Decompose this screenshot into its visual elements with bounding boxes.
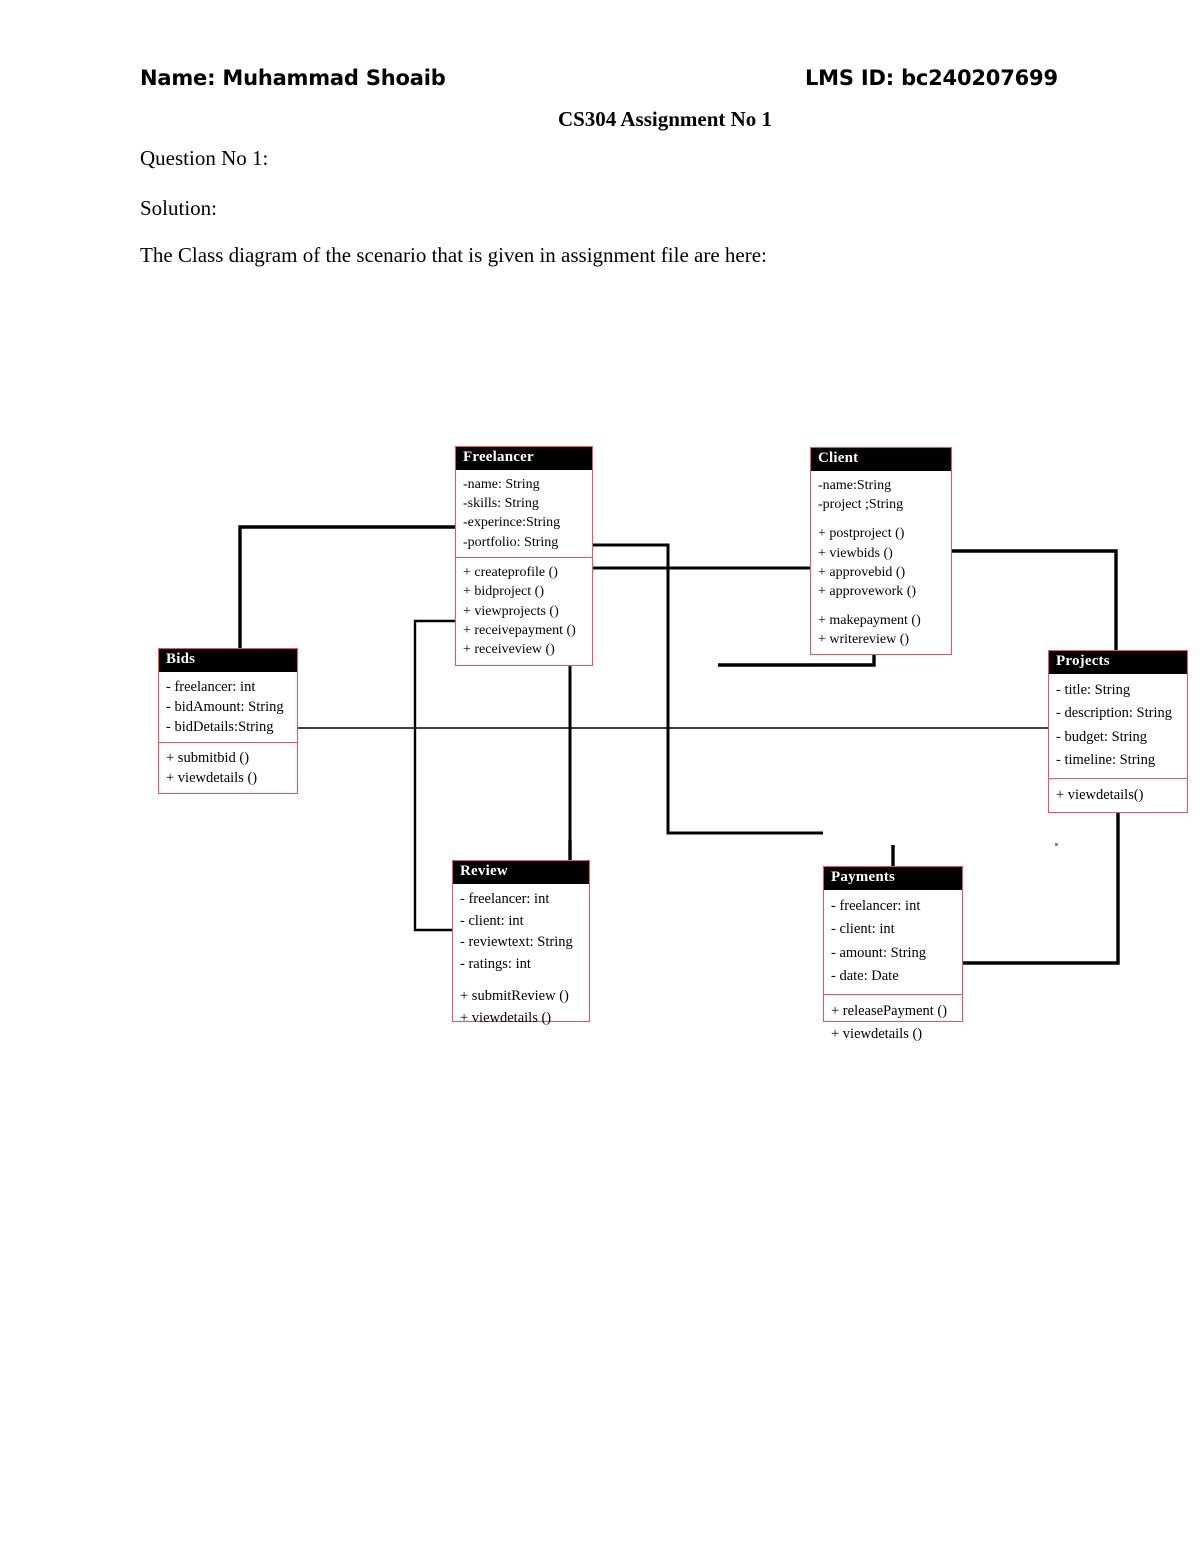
class-title-projects: Projects (1049, 651, 1187, 674)
attribute-row: - freelancer: int (460, 890, 550, 907)
attribute-row: -name: String (463, 476, 540, 492)
method-row: + receiveview () (463, 642, 555, 658)
method-row: + viewprojects () (463, 603, 559, 619)
attribute-row: -project ;String (818, 497, 904, 513)
attribute-row: -skills: String (463, 496, 539, 512)
attribute-row: - amount: String (831, 944, 927, 961)
class-attributes-payments: - freelancer: int - client: int - amount… (824, 890, 962, 995)
attribute-row: - title: String (1056, 681, 1131, 698)
attribute-row: - description: String (1056, 705, 1172, 722)
uml-class-bids[interactable]: Bids - freelancer: int - bidAmount: Stri… (158, 648, 298, 794)
class-methods-client: + postproject () + viewbids () + approve… (811, 519, 951, 654)
attribute-row: -portfolio: String (463, 534, 559, 550)
assoc-projects-payments (963, 790, 1120, 965)
attribute-row: -name:String (818, 477, 892, 493)
attribute-row: - bidDetails:String (166, 718, 274, 735)
uml-class-freelancer[interactable]: Freelancer -name: String -skills: String… (455, 446, 593, 666)
class-methods-freelancer: + createprofile () + bidproject () + vie… (456, 558, 592, 665)
method-row: + approvebid () (818, 565, 906, 580)
uml-class-projects[interactable]: Projects - title: String - description: … (1048, 650, 1188, 814)
spacer (818, 602, 951, 611)
method-row: + viewdetails() (1056, 786, 1144, 803)
stray-mark (1055, 843, 1058, 846)
document-header: Name: Muhammad Shoaib LMS ID: bc24020769… (140, 66, 1070, 90)
method-row: + approvework () (818, 584, 917, 600)
attribute-row: - client: int (831, 921, 895, 938)
class-title-payments: Payments (824, 867, 962, 890)
class-title-bids: Bids (159, 649, 297, 672)
class-title-freelancer: Freelancer (456, 447, 592, 470)
attribute-row: - timeline: String (1056, 752, 1156, 769)
lms-id: LMS ID: bc240207699 (805, 66, 1058, 90)
assoc-freelancer-bids (238, 525, 455, 648)
method-row: + submitReview () (460, 987, 569, 1004)
method-row: + viewdetails () (460, 1009, 552, 1026)
assoc-client-review (568, 566, 810, 860)
attribute-row: - budget: String (1056, 728, 1148, 745)
method-row: + releasePayment () (831, 1002, 948, 1019)
solution-label: Solution: (140, 196, 218, 220)
method-row: + writereview () (818, 631, 910, 647)
method-row: + bidproject () (463, 584, 544, 600)
class-attributes-bids: - freelancer: int - bidAmount: String - … (159, 672, 297, 743)
attribute-row: - freelancer: int (166, 678, 256, 695)
attribute-row: - client: int (460, 912, 524, 929)
uml-class-review[interactable]: Review - freelancer: int - client: int -… (452, 860, 590, 1026)
class-attributes-client: -name:String -project ;String (811, 471, 951, 520)
attribute-row: - bidAmount: String (166, 698, 284, 715)
question-label: Question No 1: (140, 146, 269, 170)
description-text: The Class diagram of the scenario that i… (140, 243, 767, 267)
uml-class-client[interactable]: Client -name:String -project ;String + p… (810, 447, 952, 656)
attribute-row: - freelancer: int (831, 897, 921, 914)
method-row: + makepayment () (818, 612, 921, 628)
method-row: + submitbid () (166, 749, 250, 766)
header-row: Name: Muhammad Shoaib LMS ID: bc24020769… (140, 66, 1070, 90)
method-row: + viewdetails () (166, 769, 258, 786)
class-methods-projects: + viewdetails() (1049, 779, 1187, 812)
class-attributes-review: - freelancer: int - client: int - review… (453, 884, 589, 981)
attribute-row: - date: Date (831, 968, 899, 985)
assoc-client-projects (952, 549, 1118, 650)
method-row: + receivepayment () (463, 622, 576, 638)
attribute-row: - reviewtext: String (460, 934, 573, 951)
method-row: + viewbids () (818, 545, 893, 561)
class-attributes-projects: - title: String - description: String - … (1049, 674, 1187, 779)
class-attributes-freelancer: -name: String -skills: String -experince… (456, 470, 592, 558)
class-methods-bids: + submitbid () + viewdetails () (159, 743, 297, 793)
method-row: + viewdetails () (831, 1026, 923, 1043)
class-methods-payments: + releasePayment () + viewdetails () (824, 995, 962, 1052)
attribute-row: -experince:String (463, 515, 561, 531)
method-row: + createprofile () (463, 565, 558, 580)
student-name: Name: Muhammad Shoaib (140, 66, 446, 90)
uml-class-payments[interactable]: Payments - freelancer: int - client: int… (823, 866, 963, 1042)
assignment-title: CS304 Assignment No 1 (557, 107, 773, 131)
assoc-freelancer-review (413, 619, 455, 932)
attribute-row: - ratings: int (460, 956, 531, 972)
class-methods-review: + submitReview () + viewdetails () (453, 981, 589, 1035)
assoc-freelancer-payments (593, 543, 823, 835)
class-title-client: Client (811, 448, 951, 471)
method-row: + postproject () (818, 526, 905, 542)
class-title-review: Review (453, 861, 589, 884)
